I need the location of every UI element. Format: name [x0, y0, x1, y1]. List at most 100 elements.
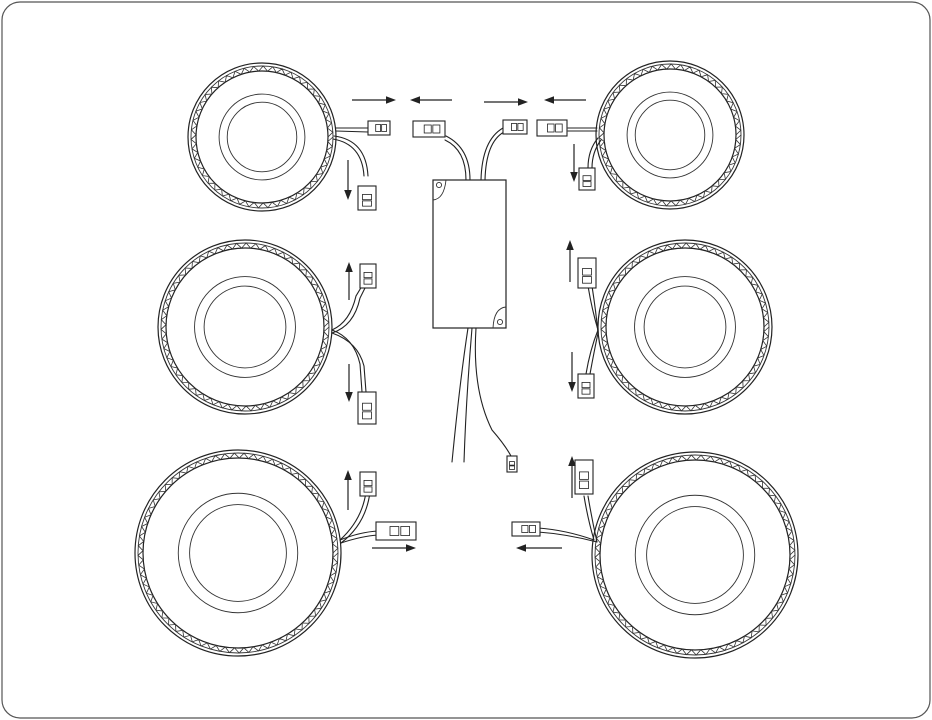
wire-bot-left-right-b	[340, 534, 379, 544]
light-top-right-lens-ring	[626, 91, 714, 179]
wires-layer	[331, 127, 602, 544]
light-middle-right-teeth	[600, 242, 770, 412]
driver-box-body	[432, 179, 507, 329]
connector-driver-right-pin-a	[510, 123, 518, 131]
driver-screw-bottom	[496, 318, 504, 326]
light-middle-right	[597, 239, 773, 415]
connector-top-right-left-pin-a	[547, 123, 555, 133]
wire-bot-right-left-b	[537, 531, 598, 543]
driver-box-corner-top	[432, 179, 447, 201]
connector-top-left-down-pin-a	[362, 193, 372, 201]
light-middle-left	[157, 239, 333, 415]
connector-mid-right-down-pin-b	[581, 388, 591, 395]
wire-top-left-down-a	[333, 135, 369, 177]
connector-driver-terminal	[506, 455, 518, 473]
connector-bot-left-up	[359, 471, 377, 497]
arrow-mid-right-up-head	[566, 240, 574, 250]
arrow-mid-left-down-head	[345, 392, 353, 402]
light-top-right-outer-ring	[595, 60, 745, 210]
connector-top-left-down-pin-b	[362, 200, 372, 207]
arrow-top-left-right-head	[386, 96, 396, 104]
light-top-right-lens	[634, 99, 706, 171]
driver-box	[432, 179, 507, 329]
light-top-left-lens	[226, 101, 298, 173]
arrow-bot-right-up	[568, 456, 576, 498]
light-top-left-teeth	[190, 65, 334, 209]
light-top-right	[595, 60, 745, 210]
light-top-left-inner-rim	[195, 70, 329, 204]
light-bottom-right-teeth	[594, 454, 796, 656]
light-top-left-outer-ring	[187, 62, 337, 212]
arrow-mid-right-down-head	[568, 382, 576, 392]
arrow-driver-right-head	[518, 98, 528, 106]
light-bottom-left-outer-ring	[134, 449, 342, 657]
connector-driver-left	[412, 120, 446, 138]
arrow-top-right-left-head	[544, 96, 554, 104]
connector-top-right-down	[578, 167, 596, 191]
arrow-top-left-down-head	[344, 190, 352, 200]
wire-driver-up-left-a	[444, 139, 467, 181]
arrow-top-right-down-head	[570, 172, 578, 182]
light-bottom-right-lens	[646, 506, 744, 604]
connector-top-right-down-pin-a	[582, 175, 592, 181]
arrow-bot-left-up-head	[344, 470, 352, 480]
wire-driver-up-right-b	[484, 131, 505, 181]
connector-bot-right-left	[511, 521, 541, 537]
wire-driver-down-a	[451, 327, 469, 463]
connector-bot-left-right-pin-a	[389, 526, 400, 536]
wire-driver-up-right-a	[480, 127, 504, 181]
wire-top-right-down-b	[591, 139, 602, 169]
connector-mid-right-up	[577, 257, 597, 289]
connector-top-right-left	[536, 119, 568, 137]
wire-top-left-down-b	[332, 138, 365, 177]
light-middle-left-teeth	[160, 242, 330, 412]
light-bottom-right	[591, 451, 799, 659]
connector-driver-right-pin-b	[517, 123, 524, 131]
connector-driver-right	[502, 119, 528, 135]
light-middle-left-inner-rim	[165, 247, 325, 407]
connector-bot-left-up-pin-b	[363, 486, 373, 493]
wire-mid-right-down-b	[589, 332, 599, 375]
arrow-mid-left-up-head	[345, 262, 353, 272]
arrow-driver-left	[410, 96, 452, 104]
connector-top-right-left-pin-b	[555, 123, 563, 133]
connector-mid-left-up-pin-b	[363, 278, 373, 285]
wire-mid-left-down-b	[331, 332, 367, 393]
light-bottom-left-lens-ring	[177, 492, 299, 614]
arrow-top-right-left	[544, 96, 586, 104]
light-top-left-lens-ring	[218, 93, 306, 181]
lights-layer	[134, 60, 799, 659]
light-middle-right-lens	[643, 285, 727, 369]
connector-mid-right-up-pin-b	[582, 276, 592, 284]
light-bottom-right-inner-rim	[599, 459, 791, 651]
wire-bot-left-right-a	[339, 530, 379, 541]
arrow-top-right-down	[570, 144, 578, 182]
wire-bot-right-left-a	[537, 527, 595, 541]
connector-mid-left-down-pin-a	[362, 402, 372, 411]
arrow-mid-right-up	[566, 240, 574, 282]
wire-driver-up-left-b	[445, 135, 471, 181]
connector-bot-left-right	[375, 521, 417, 541]
wire-mid-left-down-a	[331, 329, 363, 393]
arrow-mid-left-up	[345, 262, 353, 300]
connectors-layer	[357, 119, 597, 541]
wire-bot-left-up-a	[339, 491, 367, 541]
connector-top-left-right	[367, 120, 391, 136]
wire-bot-left-up-b	[340, 491, 371, 544]
arrows-layer	[344, 96, 586, 552]
light-top-left	[187, 62, 337, 212]
light-top-right-teeth	[598, 63, 742, 207]
connector-mid-right-down-pin-a	[581, 381, 591, 389]
wire-top-left-right-b	[335, 130, 369, 133]
connector-mid-left-down	[357, 391, 377, 425]
driver-screw-top	[435, 181, 443, 189]
arrow-top-left-down	[344, 160, 352, 200]
connector-mid-right-down	[577, 373, 595, 399]
light-bottom-right-outer-ring	[591, 451, 799, 659]
connector-bot-right-up	[574, 459, 594, 495]
connector-driver-left-pin-b	[432, 124, 441, 134]
light-middle-right-lens-ring	[634, 276, 736, 378]
wire-bot-right-up-b	[587, 495, 598, 543]
